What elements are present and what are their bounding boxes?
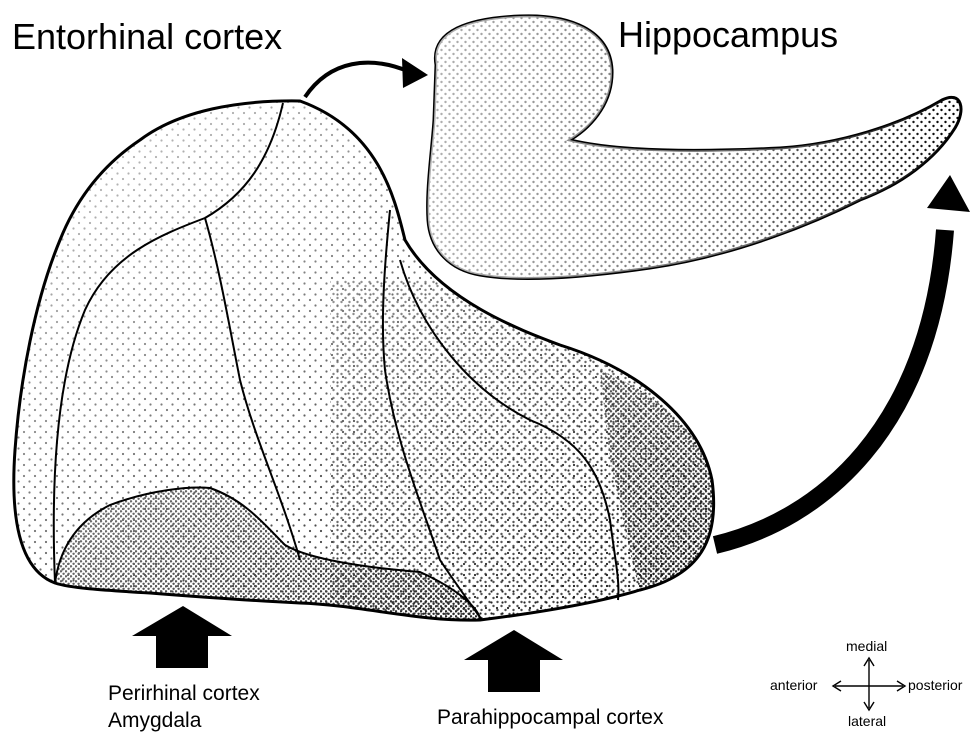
orientation-compass	[833, 658, 905, 710]
hippocampus-label: Hippocampus	[618, 14, 838, 56]
input-arrow-perirhinal	[132, 606, 232, 668]
compass-medial-label: medial	[846, 638, 887, 654]
amygdala-label: Amygdala	[108, 707, 201, 735]
perirhinal-label: Perirhinal cortex	[108, 680, 260, 708]
input-arrow-parahippocampal	[464, 630, 563, 692]
parahippocampal-label: Parahippocampal cortex	[437, 704, 663, 732]
compass-lateral-label: lateral	[848, 713, 886, 729]
compass-anterior-label: anterior	[770, 677, 817, 693]
compass-posterior-label: posterior	[908, 677, 962, 693]
arrow-to-hippocampus	[305, 58, 428, 97]
entorhinal-cortex-label: Entorhinal cortex	[12, 16, 282, 58]
